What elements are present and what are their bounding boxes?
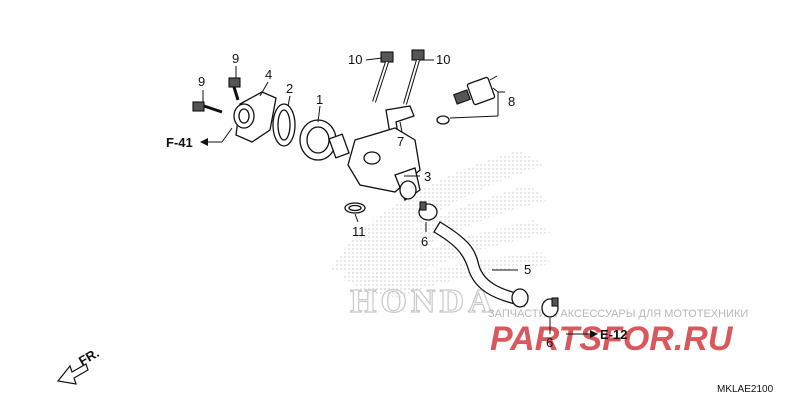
watermark-caption: ЗАПЧАСТИ И АКСЕССУАРЫ ДЛЯ МОТОТЕХНИКИ [488,308,748,320]
label-bolt-long-right: 10 [436,52,450,67]
ref-label-e12: E-12 [600,327,627,342]
label-thermostat: 1 [316,92,323,107]
coolant-hose [433,221,529,308]
sensor-o-ring [436,115,450,125]
front-arrow-icon [56,363,89,385]
front-direction-indicator: FR. [56,345,102,385]
label-bolt-left: 9 [198,74,205,89]
label-bolt-top: 9 [232,51,239,66]
bolt-top [228,77,241,101]
label-clamp-lower: 6 [546,335,553,350]
watermark-logo: PARTSFOR.RU [490,320,734,358]
ref-label-f41: F-41 [166,135,193,150]
honda-brand-text: HONDA [350,283,497,320]
label-thermostat-housing: 3 [424,169,431,184]
label-hose: 5 [524,262,531,277]
bolt-long-right [403,49,425,105]
label-gasket: 2 [286,81,293,96]
temperature-sensor [453,75,498,106]
hose-clamp-lower [541,297,559,318]
thermostat [299,119,350,161]
label-o-ring: 11 [352,224,366,239]
label-clamp-upper: 6 [421,234,428,249]
thermostat-housing [347,127,421,201]
label-cover: 4 [265,67,272,82]
f41-arrow-icon [200,138,208,146]
bolt-left [192,101,223,114]
thermostat-cover [233,91,277,143]
front-direction-label: FR. [76,345,102,368]
leader-lines [202,57,594,335]
label-bolt-long-left: 10 [348,52,362,67]
e12-arrow-icon [590,330,598,338]
diagram-code: MKLAE2100 [717,384,774,395]
bolt-long-left [372,51,394,103]
label-sensor: 8 [508,94,515,109]
hose-clamp-upper [418,201,438,221]
label-bracket: 7 [397,134,404,149]
